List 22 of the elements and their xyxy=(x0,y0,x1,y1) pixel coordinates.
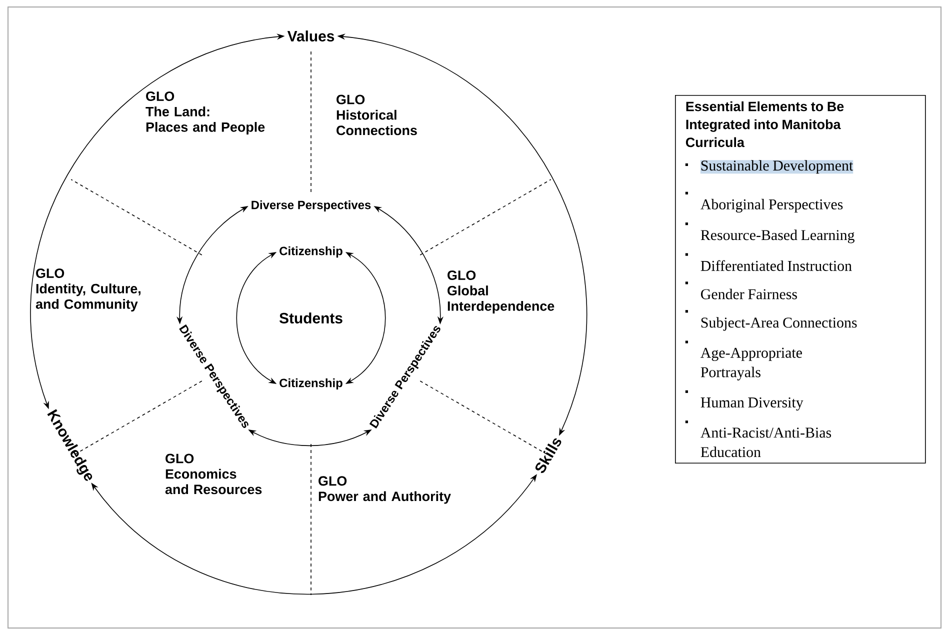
sector-label: GLO Economics and Resources xyxy=(165,454,262,494)
box-title: Essential Elements to Be Integrated into Manitoba Curricula xyxy=(686,101,844,148)
list-item: Sustainable Development xyxy=(685,160,854,174)
list-item: Age-Appropriate Portrayals xyxy=(685,340,802,380)
sector-label: GLO Power and Authority xyxy=(318,476,451,504)
list-item: Gender Fairness xyxy=(685,282,797,300)
center-label: Students xyxy=(279,312,342,324)
sector-label: GLO Historical Connections xyxy=(336,94,417,136)
ring-label: Citizenship xyxy=(280,246,342,258)
sector-label: GLO Identity, Culture, and Community xyxy=(36,268,140,312)
ring-label: Values xyxy=(287,30,334,42)
ring-label: Diverse Perspectives xyxy=(252,200,371,212)
list-item: Aboriginal Perspectives xyxy=(685,192,843,212)
ring-label: Citizenship xyxy=(280,378,342,390)
sector-label: GLO The Land: Places and People xyxy=(146,91,265,135)
text-box xyxy=(675,95,926,464)
sector-label: GLO Global Interdependence xyxy=(448,270,554,314)
list-item: Differentiated Instruction xyxy=(685,253,852,271)
list-item: Human Diversity xyxy=(685,390,804,411)
list-item: Resource-Based Learning xyxy=(685,222,854,244)
list-item: Subject-Area Connections xyxy=(685,310,857,331)
list-item: Anti-Racist/Anti-Bias Education xyxy=(685,420,832,458)
